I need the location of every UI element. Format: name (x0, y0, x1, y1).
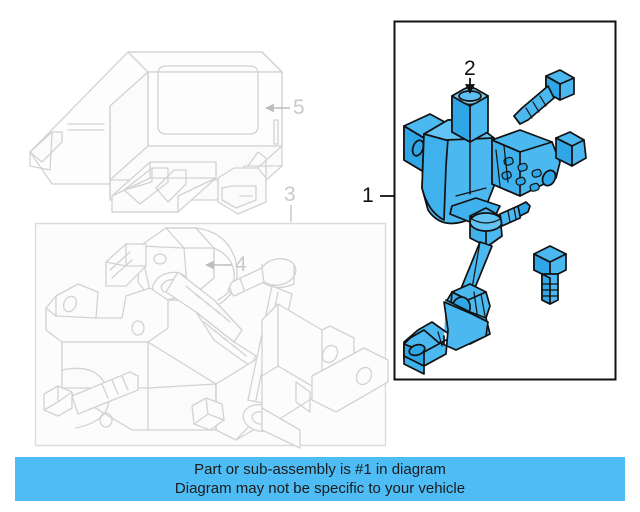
diagram-note-banner: Part or sub-assembly is #1 in diagram Di… (15, 457, 625, 501)
callout-label-2: 2 (464, 57, 476, 80)
callout-label-1: 1 (362, 184, 374, 207)
suspension-control-module-ghost (29, 51, 283, 215)
hex-flange-bolt-diagonal (513, 69, 575, 125)
ride-height-sensor-body (403, 85, 561, 225)
hex-flange-bolt-vertical (533, 245, 567, 305)
ride-height-sensor-ghost (105, 227, 257, 367)
callout-label-4: 4 (235, 253, 247, 276)
banner-line-1: Part or sub-assembly is #1 in diagram (194, 461, 446, 478)
hex-nut (555, 131, 587, 167)
link-rod-ghost (227, 258, 389, 449)
banner-line-2: Diagram may not be specific to your vehi… (174, 480, 466, 497)
link-rod-bracket (403, 299, 491, 375)
callout-label-3: 3 (284, 183, 296, 206)
callout-label-5: 5 (293, 96, 305, 119)
